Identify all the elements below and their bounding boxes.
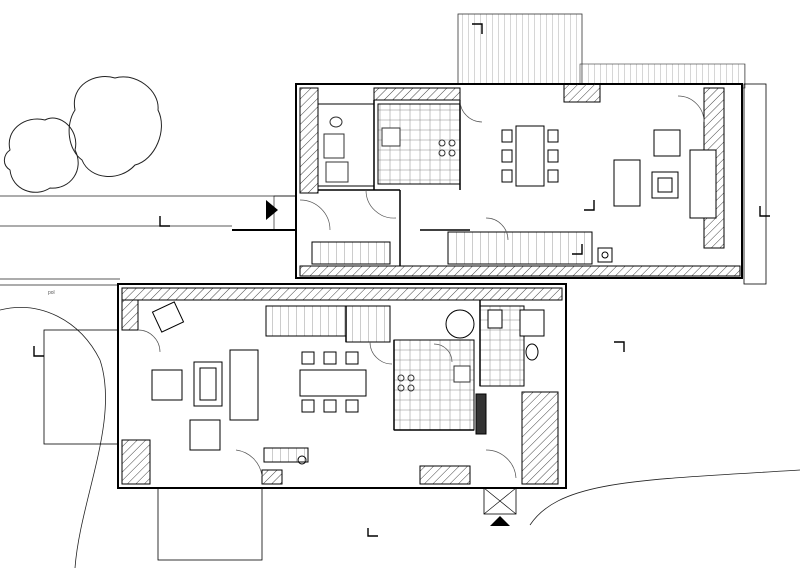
upper-unit [295, 83, 743, 279]
staircase-upper [447, 231, 593, 265]
sofa-lower [229, 349, 259, 421]
entry-mat [483, 487, 517, 515]
entrance-arrow-lower [490, 516, 510, 526]
porch-bottom [157, 487, 263, 561]
kitchen-lower [393, 339, 475, 431]
dining-table-upper [515, 125, 545, 187]
armchair-upper [653, 129, 681, 157]
staircase-lower [265, 305, 347, 337]
section-marker [33, 346, 44, 357]
section-marker [759, 206, 770, 217]
section-marker [584, 200, 595, 211]
tree-right [68, 76, 162, 177]
annotation-text: pol [48, 290, 55, 296]
armchair-lower-2 [189, 419, 221, 451]
entrance-arrow-upper [266, 200, 278, 220]
lower-unit [117, 283, 567, 489]
section-markers [33, 23, 770, 537]
porch-left [43, 329, 119, 445]
section-marker [614, 341, 625, 352]
road [0, 195, 800, 568]
section-marker [572, 244, 583, 255]
sofa-upper-2 [689, 149, 717, 219]
dining-table-lower [299, 369, 367, 397]
tree-left [3, 117, 79, 193]
sofa-upper [613, 159, 641, 207]
section-marker [472, 23, 483, 34]
armchair-lower [151, 369, 183, 401]
section-marker [159, 216, 170, 227]
section-marker [367, 528, 378, 537]
terrace-deck [457, 13, 583, 89]
coffee-table-lower [193, 361, 223, 407]
coffee-table-upper [651, 171, 679, 199]
